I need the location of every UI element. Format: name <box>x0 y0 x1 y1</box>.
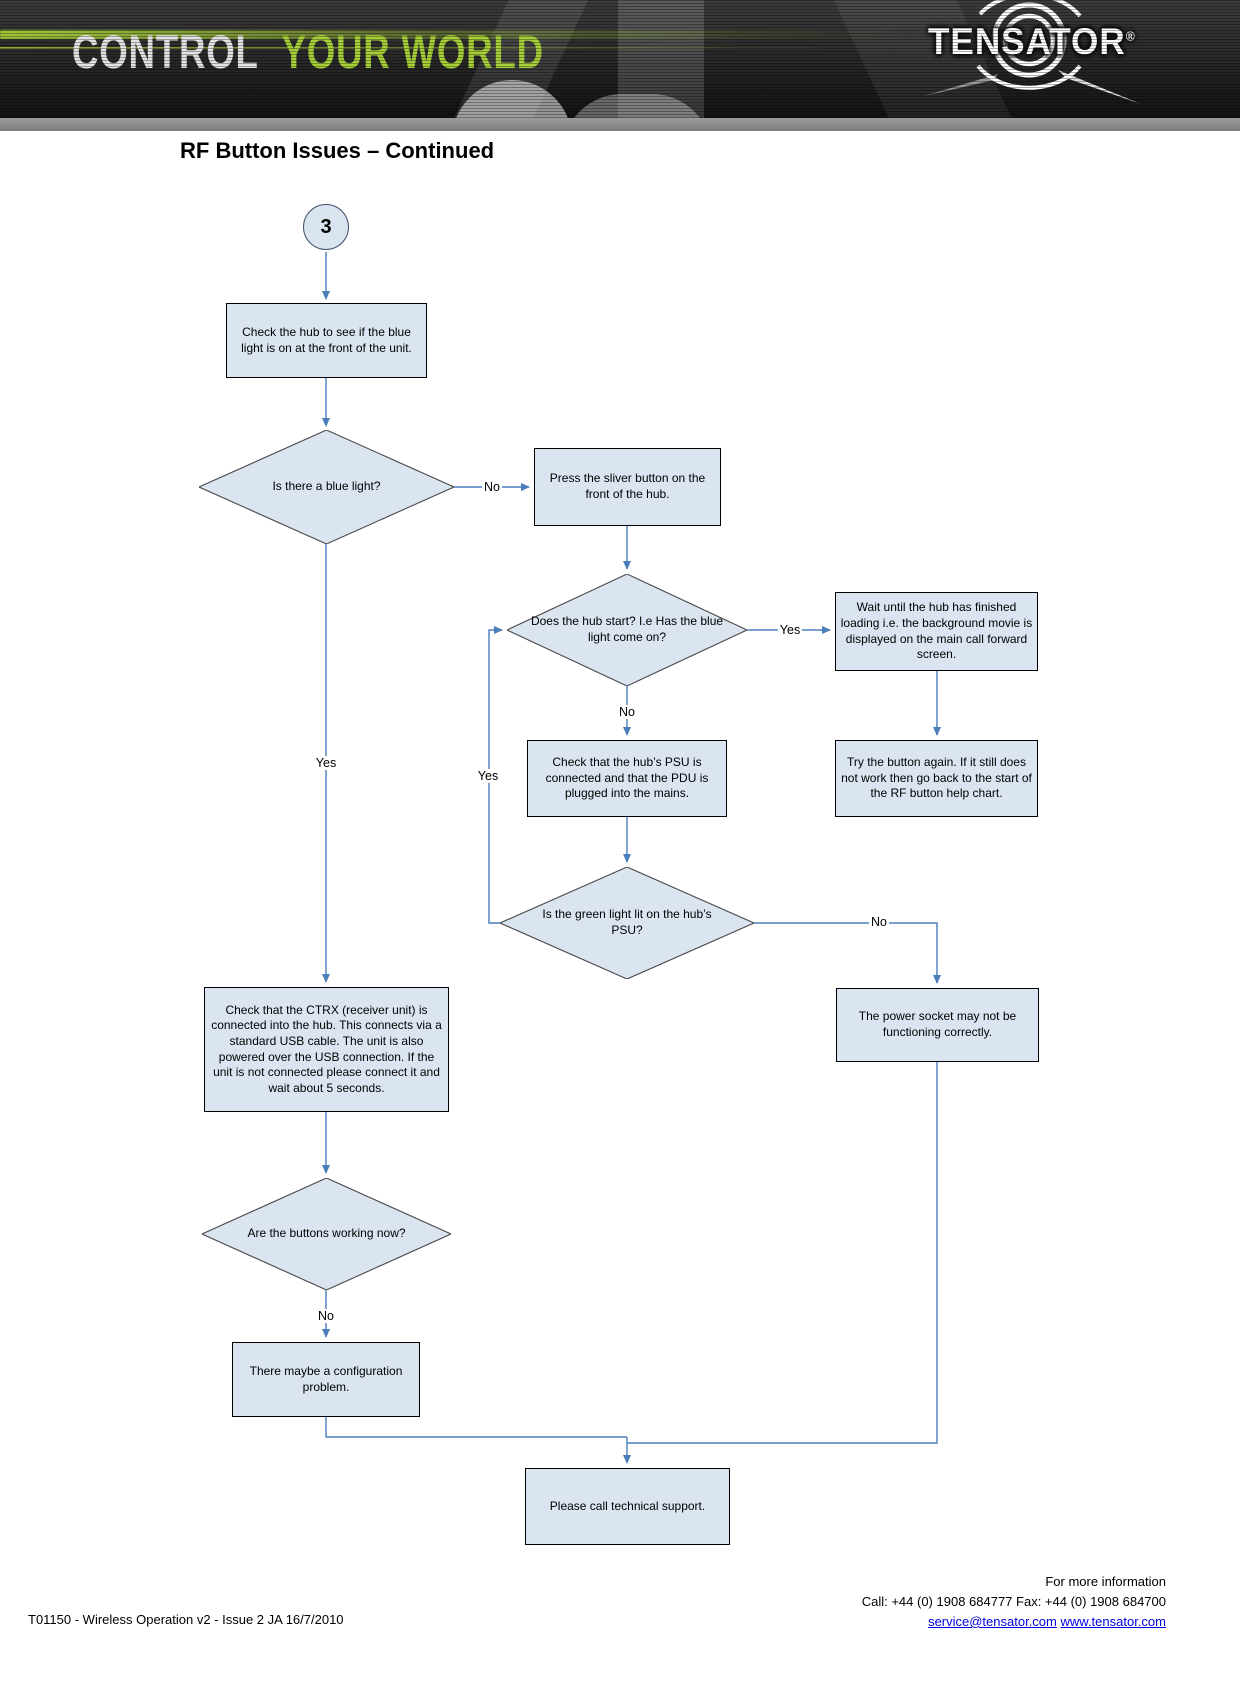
decision-green-light: Is the green light lit on the hub’s PSU? <box>500 867 754 979</box>
process-check-ctrx: Check that the CTRX (receiver unit) is c… <box>204 987 449 1112</box>
tagline-control: CONTROL <box>72 25 259 78</box>
process-power-socket-text: The power socket may not be functioning … <box>858 1009 1017 1039</box>
edge-label-no-buttons-working: No <box>316 1309 336 1323</box>
process-wait-loading: Wait until the hub has finished loading … <box>835 592 1038 671</box>
decision-hub-start-text: Does the hub start? I.e Has the blue lig… <box>530 614 724 644</box>
process-config-problem-text: There maybe a configuration problem. <box>249 1363 403 1394</box>
start-connector-3: 3 <box>303 204 349 250</box>
process-check-psu: Check that the hub’s PSU is connected an… <box>527 740 727 817</box>
footer-contact-line: Call: +44 (0) 1908 684777 Fax: +44 (0) 1… <box>861 1594 1166 1609</box>
header-banner: CONTROL YOUR WORLD TENSATOR® <box>0 0 1240 118</box>
process-check-psu-text: Check that the hub’s PSU is connected an… <box>545 755 709 801</box>
website-link[interactable]: www.tensator.com <box>1060 1614 1167 1629</box>
footer-doc-id: T01150 - Wireless Operation v2 - Issue 2… <box>28 1612 344 1627</box>
decision-green-light-text: Is the green light lit on the hub’s PSU? <box>542 907 712 937</box>
banner-art <box>618 0 704 118</box>
process-press-sliver-button: Press the sliver button on the front of … <box>534 448 721 526</box>
header-divider <box>0 118 1240 131</box>
process-check-hub: Check the hub to see if the blue light i… <box>226 303 427 378</box>
process-call-support: Please call technical support. <box>525 1468 730 1545</box>
edge-label-no-blue-light: No <box>482 480 502 494</box>
edge-label-yes-hub-start: Yes <box>777 623 803 637</box>
process-check-hub-text: Check the hub to see if the blue light i… <box>241 324 412 355</box>
process-call-support-text: Please call technical support. <box>549 1498 706 1513</box>
process-try-button-again-text: Try the button again. If it still does n… <box>841 755 1032 801</box>
page-title: RF Button Issues – Continued <box>180 138 495 163</box>
decision-blue-light: Is there a blue light? <box>199 430 454 544</box>
decision-hub-start: Does the hub start? I.e Has the blue lig… <box>507 574 747 686</box>
tensator-logo: TENSATOR® <box>916 0 1226 118</box>
edge-label-no-hub-start: No <box>617 705 637 719</box>
footer-info: For more information Call: +44 (0) 1908 … <box>862 1572 1166 1632</box>
edge-label-yes-green-light: Yes <box>475 769 501 783</box>
process-config-problem: There maybe a configuration problem. <box>232 1342 420 1417</box>
edge-label-yes-blue-light: Yes <box>313 756 339 770</box>
email-link[interactable]: service@tensator.com <box>928 1614 1057 1629</box>
process-power-socket: The power socket may not be functioning … <box>836 988 1039 1062</box>
process-check-ctrx-text: Check that the CTRX (receiver unit) is c… <box>211 1002 442 1095</box>
decision-buttons-working: Are the buttons working now? <box>202 1178 451 1290</box>
process-press-sliver-text: Press the sliver button on the front of … <box>549 471 706 501</box>
green-streak <box>0 30 960 39</box>
tensator-ring-icon <box>924 0 1141 104</box>
process-wait-loading-text: Wait until the hub has finished loading … <box>840 600 1033 662</box>
tagline-your-world: YOUR WORLD <box>281 25 544 78</box>
tagline: CONTROL YOUR WORLD <box>72 24 544 79</box>
logo-text: TENSATOR® <box>928 21 1136 63</box>
decision-buttons-working-text: Are the buttons working now? <box>247 1226 406 1241</box>
edge-label-no-green-light: No <box>869 915 889 929</box>
decision-blue-light-text: Is there a blue light? <box>272 479 381 494</box>
registered-mark: ® <box>1125 28 1136 44</box>
footer-links: service@tensator.com www.tensator.com <box>862 1612 1166 1632</box>
logo-wordmark: TENSATOR <box>928 21 1126 62</box>
footer-info-title: For more information <box>1045 1574 1166 1589</box>
process-try-button-again: Try the button again. If it still does n… <box>835 740 1038 817</box>
start-connector-label: 3 <box>320 215 332 238</box>
green-line <box>0 47 880 49</box>
